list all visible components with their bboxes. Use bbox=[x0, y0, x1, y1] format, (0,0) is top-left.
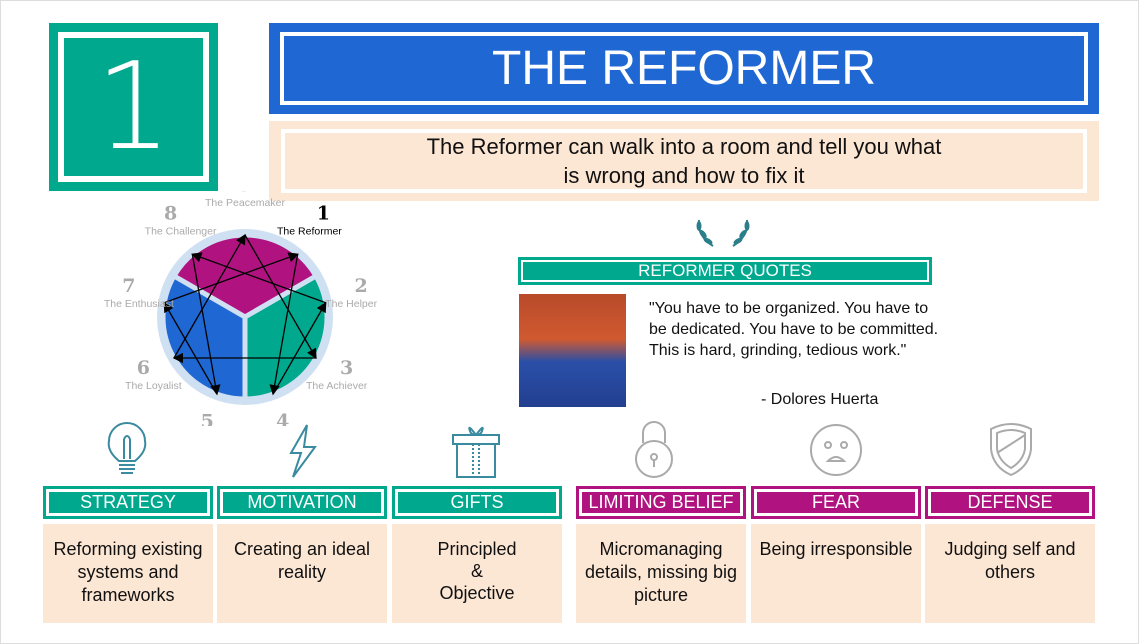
type-number-badge: 1 bbox=[49, 23, 218, 191]
type-name: The Helper bbox=[325, 298, 377, 310]
section-heading-label: LIMITING BELIEF bbox=[579, 489, 743, 516]
type-number: 3 bbox=[340, 357, 353, 379]
enneagram-arrow bbox=[164, 252, 299, 304]
section-heading-label: DEFENSE bbox=[928, 489, 1092, 516]
type-number: 5 bbox=[201, 411, 214, 426]
type-name: The Loyalist bbox=[125, 380, 182, 392]
lightbulb-icon bbox=[107, 422, 147, 474]
type-name: The Enthusiast bbox=[104, 298, 174, 310]
section-heading-label: GIFTS bbox=[395, 489, 559, 516]
section-heading: DEFENSE bbox=[925, 486, 1095, 519]
type-name: The Challenger bbox=[145, 226, 217, 238]
type-number: 8 bbox=[164, 203, 177, 225]
padlock-icon bbox=[635, 421, 673, 478]
section-heading: MOTIVATION bbox=[217, 486, 387, 519]
enneagram-arrow bbox=[269, 254, 299, 396]
section-heading: STRATEGY bbox=[43, 486, 213, 519]
enneagram-arrow bbox=[272, 301, 327, 395]
subtitle: The Reformer can walk into a room and te… bbox=[269, 121, 1099, 201]
type-number: 4 bbox=[276, 411, 289, 426]
lightning-icon bbox=[289, 424, 317, 478]
section-heading: FEAR bbox=[751, 486, 921, 519]
enneagram-arrow bbox=[191, 252, 326, 304]
quote-author: - Dolores Huerta bbox=[761, 391, 879, 408]
page-title: THE REFORMER bbox=[269, 23, 1099, 114]
section-body-line: Principled bbox=[437, 539, 517, 559]
section-body: Judging self and others bbox=[925, 524, 1095, 623]
quote-author-photo bbox=[519, 294, 626, 407]
enneagram-arrow bbox=[191, 254, 221, 396]
quote-text: "You have to be organized. You have to b… bbox=[649, 300, 939, 359]
section-heading-label: MOTIVATION bbox=[220, 489, 384, 516]
scared-face-icon bbox=[810, 424, 862, 476]
section-body: Creating an ideal reality bbox=[217, 524, 387, 623]
type-number: 1 bbox=[317, 203, 330, 225]
section-heading-label: FEAR bbox=[754, 489, 918, 516]
type-name: The Achiever bbox=[306, 380, 368, 392]
section-heading: LIMITING BELIEF bbox=[576, 486, 746, 519]
section-body: Principled&Objective bbox=[392, 524, 562, 623]
enneagram-arrow bbox=[244, 234, 317, 360]
section-heading-label: STRATEGY bbox=[46, 489, 210, 516]
section-heading: GIFTS bbox=[392, 486, 562, 519]
gift-icon bbox=[452, 426, 500, 478]
shield-icon bbox=[990, 423, 1032, 477]
section-body: Reforming existing systems and framework… bbox=[43, 524, 213, 623]
enneagram-arrow bbox=[163, 301, 218, 395]
section-body: Being irresponsible bbox=[751, 524, 921, 623]
type-number: 6 bbox=[137, 357, 150, 379]
section-body-line: Objective bbox=[439, 583, 515, 603]
type-number: 9 bbox=[238, 191, 251, 196]
type-number: 7 bbox=[122, 275, 135, 297]
quotes-heading: REFORMER QUOTES bbox=[518, 257, 932, 285]
section-body-line: & bbox=[470, 561, 483, 581]
enneagram-arrow bbox=[173, 233, 246, 359]
type-name: The Peacemaker bbox=[205, 197, 285, 209]
type-number: 2 bbox=[355, 275, 368, 297]
type-name: The Reformer bbox=[277, 226, 342, 238]
laurel-icon bbox=[696, 219, 750, 247]
section-body: Micromanaging details, missing big pictu… bbox=[576, 524, 746, 623]
